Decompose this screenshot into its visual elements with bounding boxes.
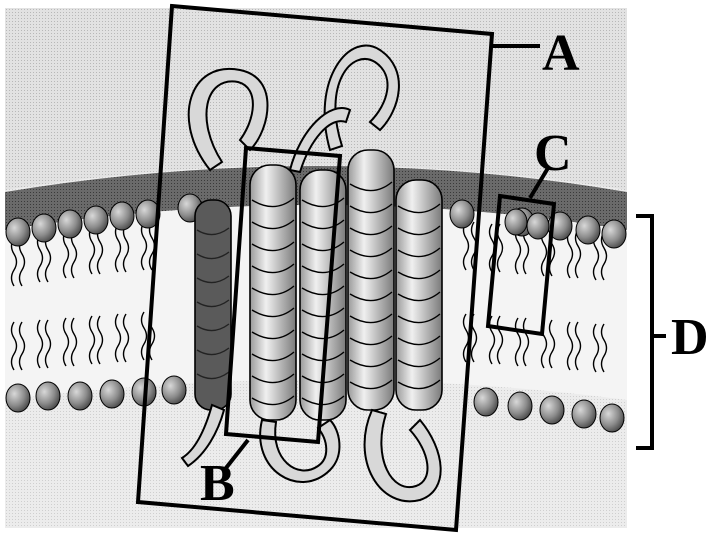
label-c: C (534, 128, 572, 180)
label-b: B (200, 458, 235, 510)
label-d: D (671, 312, 709, 364)
label-a: A (542, 28, 580, 80)
